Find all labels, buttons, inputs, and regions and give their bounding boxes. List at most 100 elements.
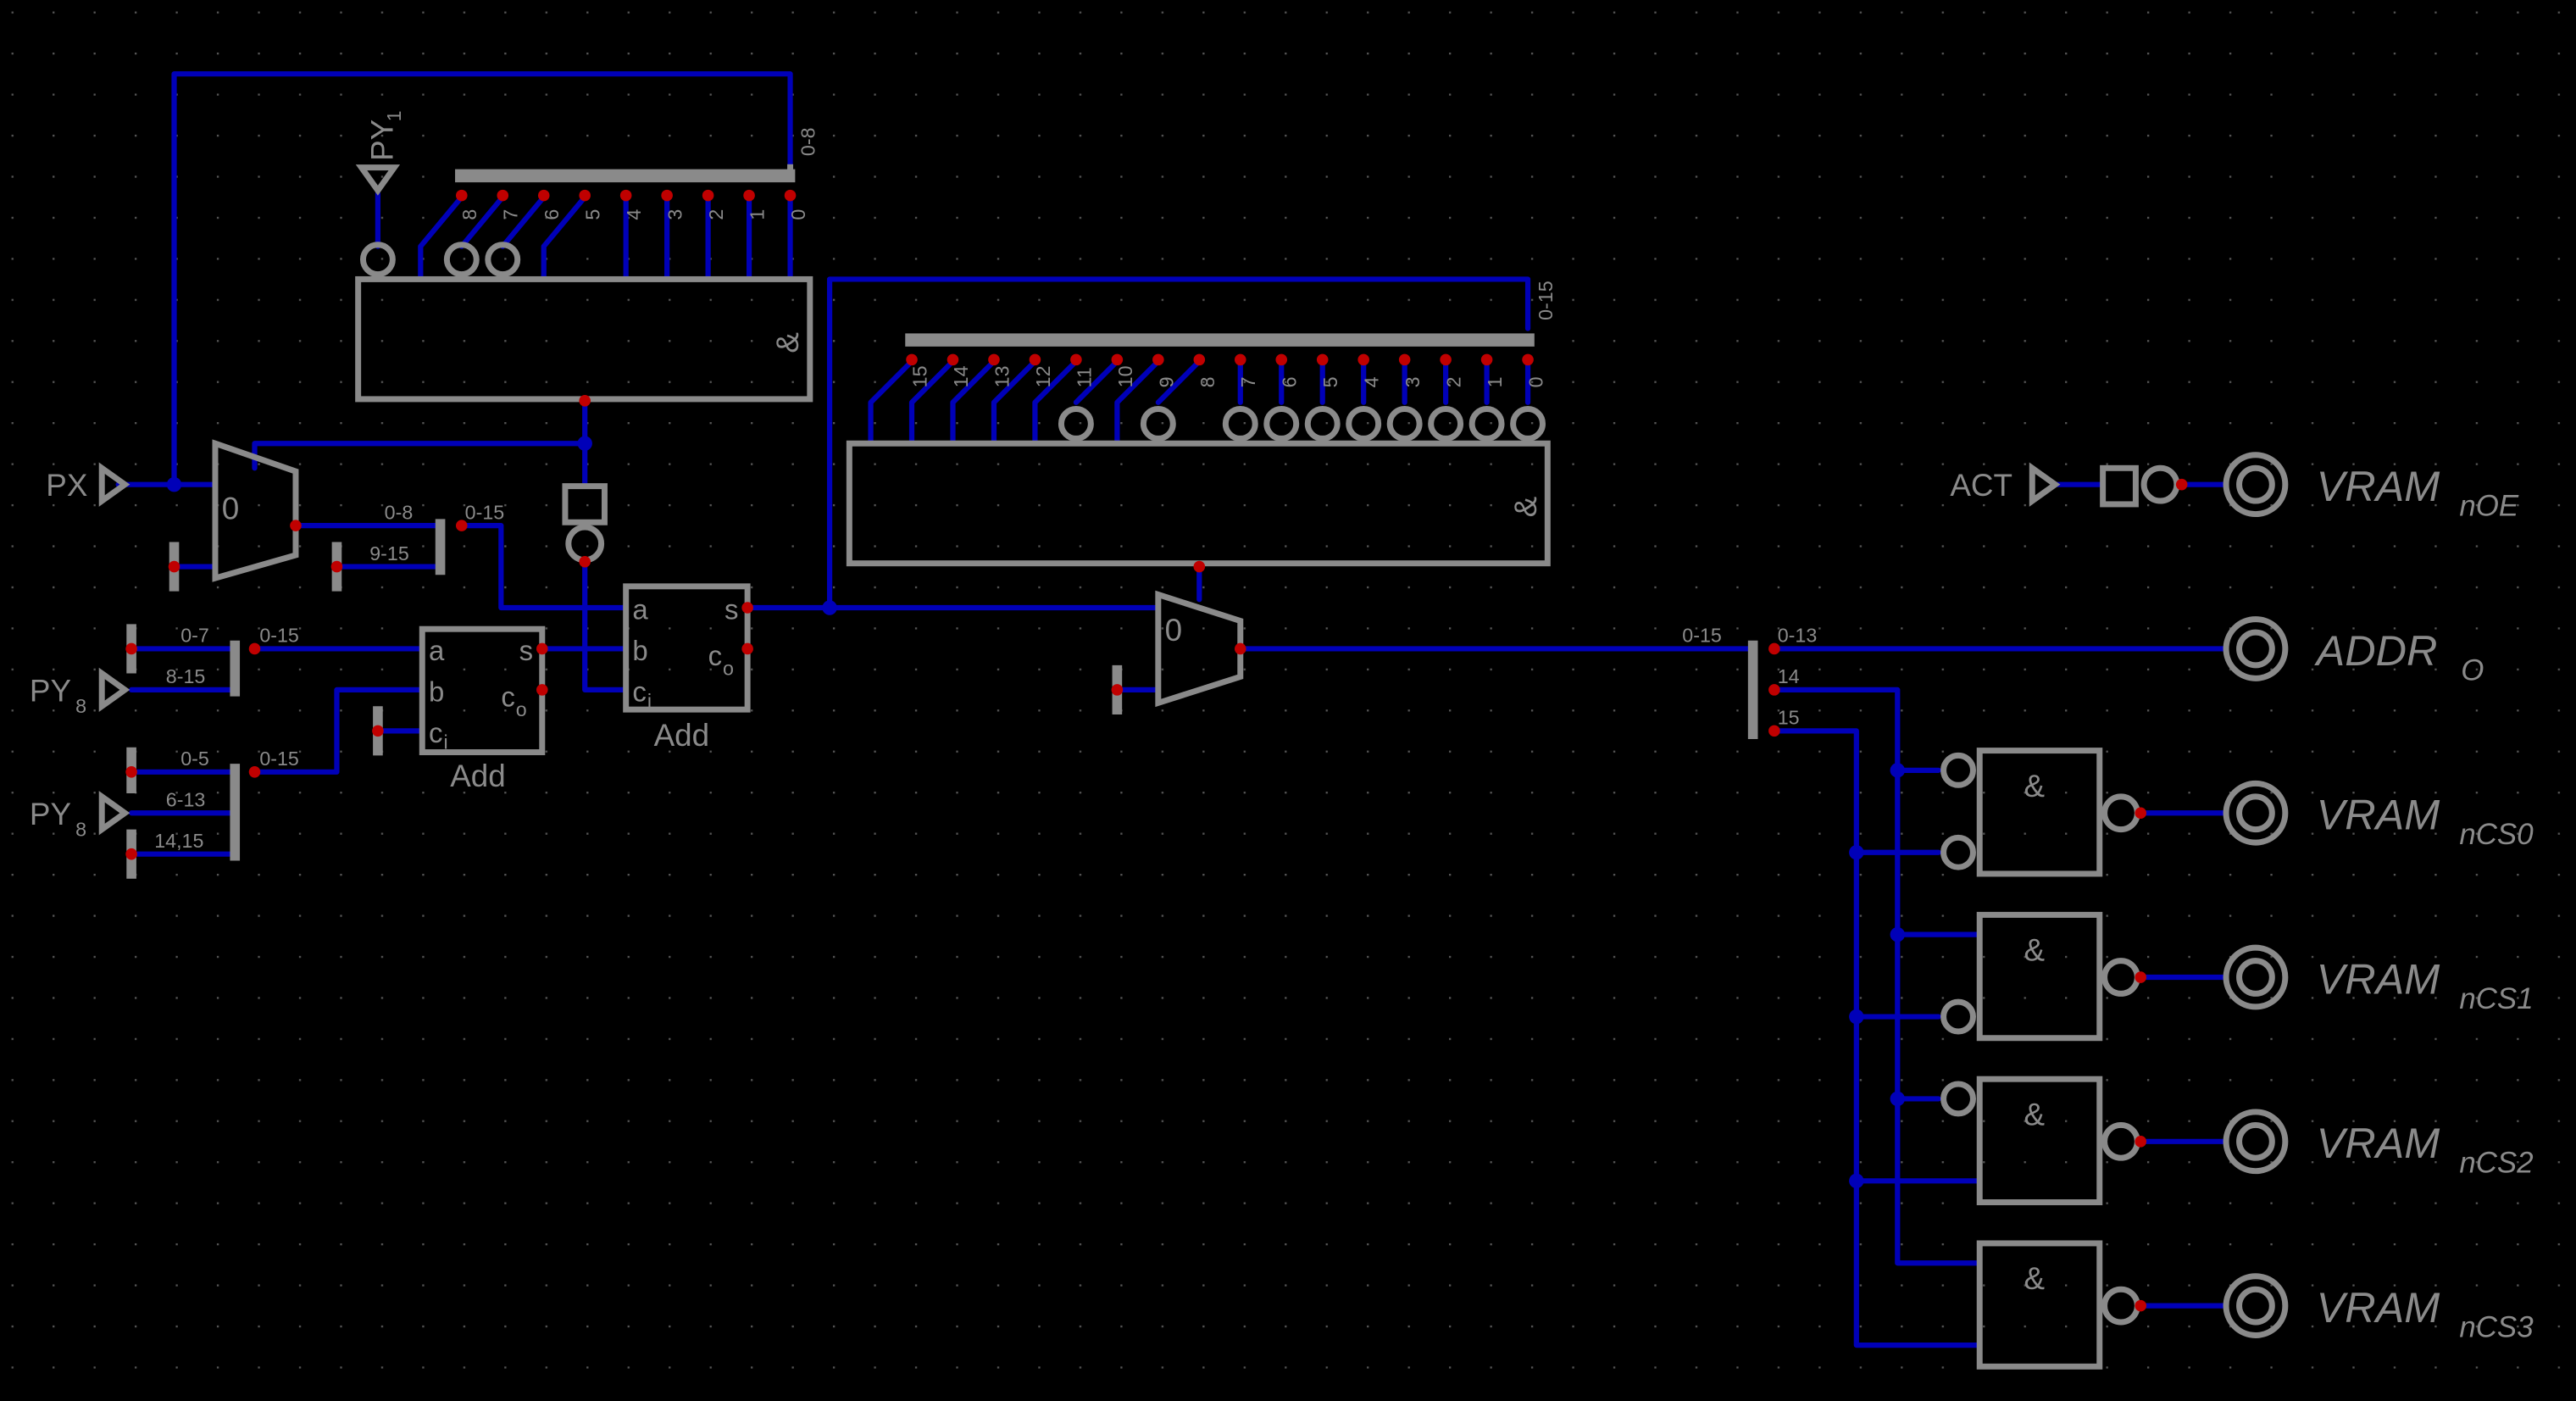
output-label-sub: nCS1 — [2459, 982, 2533, 1015]
input-triangle-icon — [355, 164, 401, 196]
splitter-label: 15 — [1778, 707, 1800, 729]
adder-2[interactable]: a b c i s c o Add — [623, 583, 753, 753]
pin-a: a — [632, 594, 648, 625]
splitter-pin — [1193, 353, 1206, 366]
splitter-pin — [1029, 353, 1041, 366]
multiplexer-px[interactable]: 0 — [212, 439, 302, 582]
pin-ci-sub: i — [443, 731, 447, 753]
input-triangle-icon — [98, 791, 130, 836]
and-symbol: & — [2024, 769, 2046, 803]
output-label-sub: O — [2461, 653, 2484, 687]
splitter-label: 0-5 — [180, 748, 209, 770]
input-act[interactable]: ACT — [1950, 462, 2061, 507]
nand-gate-cs2[interactable]: & — [1940, 1076, 2147, 1206]
output-ring-icon — [2223, 1109, 2289, 1175]
inverted-input-bubble — [1140, 406, 1176, 442]
multiplexer-output[interactable]: 0 — [1111, 560, 1246, 708]
bit-label: 1 — [1484, 376, 1506, 387]
pin-b: b — [429, 675, 444, 707]
output-ring-icon — [2223, 452, 2289, 518]
bit-label: 0 — [787, 209, 809, 220]
splitter-pin — [1522, 353, 1534, 366]
input-py1[interactable]: PY 1 — [355, 110, 406, 196]
splitter-pin — [497, 189, 509, 202]
bit-label: 11 — [1073, 367, 1095, 387]
splitter-pin — [1234, 353, 1246, 366]
bit-label: 6 — [1279, 376, 1301, 387]
input-py8-lower[interactable]: PY 8 — [30, 791, 130, 841]
pin-ci: c — [632, 675, 646, 707]
inverted-input-bubble — [1428, 406, 1464, 442]
inverted-input-bubble — [1510, 406, 1546, 442]
splitter-label: 14,15 — [154, 830, 203, 852]
mux-zero-label: 0 — [222, 491, 239, 525]
not-gate[interactable] — [562, 483, 608, 568]
adder-1[interactable]: a b c i s c o Add — [372, 625, 548, 793]
splitter-label: 6-13 — [166, 788, 206, 810]
input-label-px: PX — [46, 468, 87, 503]
splitter-py-2[interactable]: 0-5 6-13 14,15 0-15 — [125, 748, 299, 861]
and-gate-top[interactable]: & — [355, 242, 813, 407]
bit-label: 1 — [747, 209, 769, 220]
splitter-py-1[interactable]: 0-7 8-15 0-15 — [125, 625, 299, 697]
bit-label: 10 — [1114, 365, 1136, 387]
output-ring-icon — [2223, 780, 2289, 846]
output-pin-vram-ncs0[interactable]: VRAM nCS0 — [2223, 780, 2534, 851]
output-label: VRAM — [2317, 462, 2440, 510]
input-label-py1-sub: 1 — [383, 110, 405, 121]
splitter-px[interactable]: 0-8 9-15 0-15 — [168, 501, 505, 575]
output-label-sub: nCS0 — [2459, 818, 2534, 851]
inverted-input-bubble — [1222, 406, 1258, 442]
bit-label: 9 — [1155, 376, 1177, 387]
bit-label: 12 — [1032, 365, 1054, 387]
nand-gate-cs1[interactable]: & — [1940, 911, 2147, 1042]
bit-label: 7 — [500, 209, 522, 220]
splitter-pin — [579, 189, 591, 202]
splitter-pin — [784, 189, 797, 202]
splitter-label: 0-13 — [1778, 625, 1818, 647]
bit-label: 4 — [623, 209, 645, 220]
input-py8-upper[interactable]: PY 8 — [30, 667, 130, 717]
splitter-address[interactable]: 0-15 0-13 14 15 — [1682, 625, 1818, 740]
bit-label: 5 — [582, 209, 604, 220]
mux-zero-label: 0 — [1165, 613, 1182, 648]
splitter-pin — [1111, 353, 1124, 366]
nand-gate-cs0[interactable]: & — [1940, 748, 2147, 877]
splitter-pin — [661, 189, 673, 202]
input-triangle-icon — [98, 667, 130, 713]
input-label-py8: PY — [30, 797, 71, 831]
splitter-label: 9-15 — [369, 542, 409, 564]
and-symbol: & — [2024, 1261, 2046, 1296]
act-inverter[interactable] — [2100, 464, 2188, 508]
input-px[interactable]: PX — [46, 462, 130, 507]
output-ring-icon — [2223, 944, 2289, 1010]
splitter-pin — [537, 189, 550, 202]
pin-co-sub: o — [516, 698, 527, 720]
bit-label: 5 — [1319, 376, 1341, 387]
splitter-pin — [702, 189, 714, 202]
nand-gate-cs3[interactable]: & — [1976, 1240, 2147, 1370]
pin-s: s — [519, 635, 533, 666]
and-symbol: & — [2024, 1097, 2046, 1131]
and-symbol: & — [770, 332, 805, 353]
bit-label: 15 — [908, 365, 930, 387]
splitter-pin — [743, 189, 755, 202]
splitter-label: 0-7 — [180, 625, 209, 647]
bit-label: 2 — [1443, 376, 1465, 387]
output-label: VRAM — [2317, 791, 2440, 839]
input-label-py8: PY — [30, 673, 71, 708]
output-ring-icon — [2223, 616, 2289, 681]
bit-label: 7 — [1237, 376, 1259, 387]
input-label-act: ACT — [1950, 468, 2012, 503]
input-triangle-icon — [2029, 462, 2061, 507]
output-ring-icon — [2223, 1273, 2289, 1338]
